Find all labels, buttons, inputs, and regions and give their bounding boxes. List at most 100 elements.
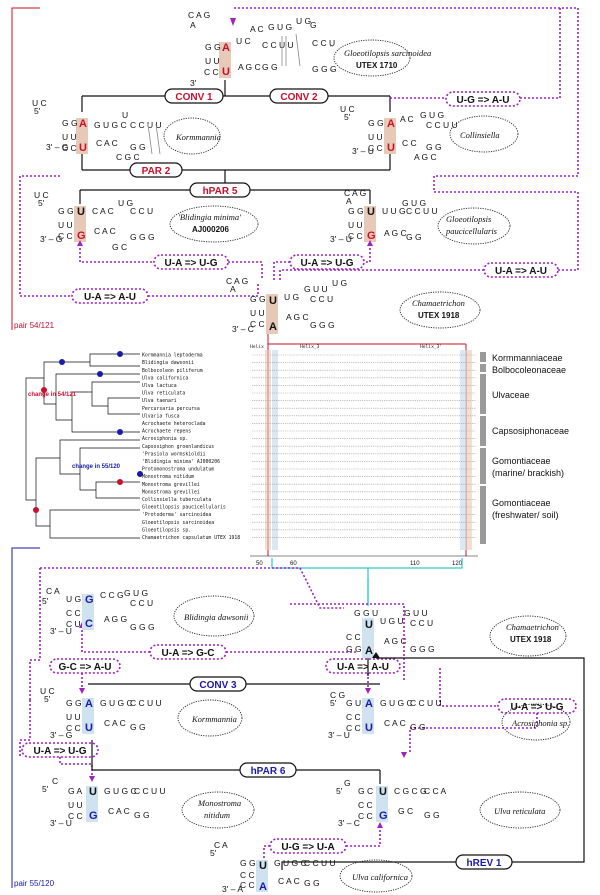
alignment-block: Helix Helix_3 Helix_3' 50 60 110 120 (250, 344, 478, 578)
svg-text:C C: C C (240, 880, 255, 890)
svg-text:A G C: A G C (238, 62, 261, 72)
svg-text:G U U: G U U (304, 284, 328, 294)
svg-text:U U: U U (205, 56, 220, 66)
svg-text:U U: U U (66, 712, 81, 722)
svg-text:A C: A C (400, 114, 414, 124)
svg-text:C C: C C (402, 138, 417, 148)
svg-text:C A C: C A C (278, 876, 300, 886)
svg-text:3' – U: 3' – U (352, 146, 374, 156)
structure-kormmannia-bottom: U C 5' G G A U U U C C 3' – G G U G C C … (40, 686, 243, 740)
svg-text:G G: G G (424, 810, 440, 820)
pair-55-120-label: pair 55/120 (14, 879, 55, 888)
svg-text:U U: U U (348, 220, 363, 230)
svg-text:A: A (85, 698, 93, 710)
strain-aj000206: AJ000206 (192, 225, 229, 234)
svg-text:C A C: C A C (108, 806, 130, 816)
svg-text:5': 5' (330, 698, 337, 708)
svg-text:C C U U: C C U U (130, 120, 162, 130)
svg-text:5': 5' (210, 848, 217, 858)
structure-ulva-californica: C A 5' G G U A C C C C 3' – A G U G C C … (210, 840, 413, 894)
svg-text:U U: U U (68, 800, 83, 810)
species-kormmannia-top: Kormmannia (175, 132, 221, 142)
svg-text:G G G: G G G (312, 64, 337, 74)
taxon-label: Bolbocoleon piliferum (142, 368, 203, 374)
svg-text:C C: C C (68, 811, 83, 821)
svg-text:A G C: A G C (384, 636, 407, 646)
svg-text:G: G (85, 594, 94, 606)
taxon-label: 'Protoderma' sarcinoidea (142, 512, 211, 518)
strain-utex-1710: UTEX 1710 (356, 61, 398, 70)
structure-blidingia-minima: U C 5' G G U G U U C C 3' – G C A C C A … (34, 190, 259, 252)
aln-header-helix3: Helix_3 (300, 344, 320, 350)
structure-acrosiphonia: C G 5' G U A U C C C C 3' – U G U G C C … (328, 690, 571, 741)
svg-text:C A: C A (46, 586, 60, 596)
svg-text:G G: G G (346, 644, 362, 654)
svg-text:G A: G A (68, 786, 83, 796)
event-hpar-5: hPAR 5 (203, 186, 238, 197)
svg-text:C C: C C (358, 800, 373, 810)
svg-text:C G C: C G C (116, 152, 140, 162)
svg-text:C C U U: C C U U (406, 206, 438, 216)
structure-ulva-reticulata: G 5' G C U G C C C C 3' – C C G C G G C … (336, 778, 561, 829)
svg-text:U C: U C (40, 686, 55, 696)
axis-tick-50: 50 (256, 561, 263, 567)
family-marine-brackish: (marine/ brackish) (492, 468, 564, 478)
svg-text:U: U (379, 786, 387, 798)
taxon-label: Collinsiella tuberculata (142, 497, 211, 503)
svg-text:3' – C: 3' – C (232, 324, 254, 334)
subst-u-g-a-u-top: U-G => A-U (457, 95, 510, 106)
subst-u-g-u-a: U-G => U-A (281, 842, 334, 853)
svg-text:U: U (89, 786, 97, 798)
taxon-label: Ulva lactuca (142, 383, 177, 389)
svg-text:U: U (269, 295, 277, 307)
family-capsosiphonaceae: Capsosiphonaceae (492, 426, 569, 436)
svg-text:C G: C G (330, 690, 345, 700)
svg-text:G G: G G (134, 810, 150, 820)
svg-text:A: A (259, 881, 267, 893)
svg-text:A C: A C (250, 24, 264, 34)
svg-text:U G: U G (296, 16, 311, 26)
svg-text:G U G C: G U G C (274, 858, 307, 868)
taxon-label: Protomonostroma undulatum (142, 467, 214, 473)
svg-text:C C G: C C G (100, 590, 124, 600)
event-conv-3: CONV 3 (199, 680, 237, 691)
species-chamaetrichon-mid: Chamaetrichon (412, 298, 465, 308)
svg-text:U G U: U G U (380, 616, 404, 626)
species-kormmannia-bottom: Kormmannia (191, 714, 237, 724)
svg-text:5': 5' (42, 784, 49, 794)
taxon-label: Gloeotilopsis paucicellularis (142, 505, 226, 511)
substitution-group-mid: U-A => U-G U-A => U-G U-A => A-U U-A => … (19, 175, 579, 304)
svg-text:C: C (52, 776, 58, 786)
svg-text:U: U (387, 142, 395, 154)
family-labels: Kormmanniaceae Bolbocoleonaceae Ulvaceae… (480, 352, 569, 544)
svg-text:G G G: G G G (130, 232, 155, 242)
svg-text:G U G C: G U G C (94, 120, 127, 130)
svg-text:3' – U: 3' – U (50, 626, 72, 636)
strain-utex-1918-mid: UTEX 1918 (418, 311, 460, 320)
svg-text:G G U: G G U (354, 608, 378, 618)
svg-text:G U G: G U G (420, 110, 444, 120)
species-acrosiphonia: Acrosiphonia sp. (511, 718, 569, 728)
svg-text:G G: G G (205, 42, 221, 52)
change-54-121-label: change in 54/121 (28, 392, 77, 398)
svg-text:C C: C C (62, 143, 77, 153)
svg-text:5': 5' (344, 112, 351, 122)
svg-text:U U G: U U G (382, 206, 406, 216)
svg-text:U U: U U (368, 132, 383, 142)
svg-text:C A C: C A C (104, 718, 126, 728)
svg-text:C C: C C (368, 143, 383, 153)
svg-text:5': 5' (38, 198, 45, 208)
taxon-label: Kormmannia leptoderma (142, 353, 203, 359)
family-bolbocoleonaceae: Bolbocoleonaceae (492, 365, 566, 375)
svg-text:U: U (79, 142, 87, 154)
svg-text:G G: G G (426, 142, 442, 152)
svg-text:G G: G G (66, 698, 82, 708)
svg-text:G G: G G (406, 232, 422, 242)
taxon-label: Ulva californica (142, 375, 188, 381)
svg-text:C C U: C C U (312, 38, 335, 48)
svg-text:C U: C U (66, 619, 81, 629)
svg-text:C A C: C A C (96, 138, 118, 148)
structure-chamaetrichon-mid: C A G A G G U A U U C C 3' – C U G A G C… (226, 276, 481, 334)
substitution-group-bottom: U-A => G-C G-C => A-U U-A => A-U U-A => … (19, 567, 577, 782)
